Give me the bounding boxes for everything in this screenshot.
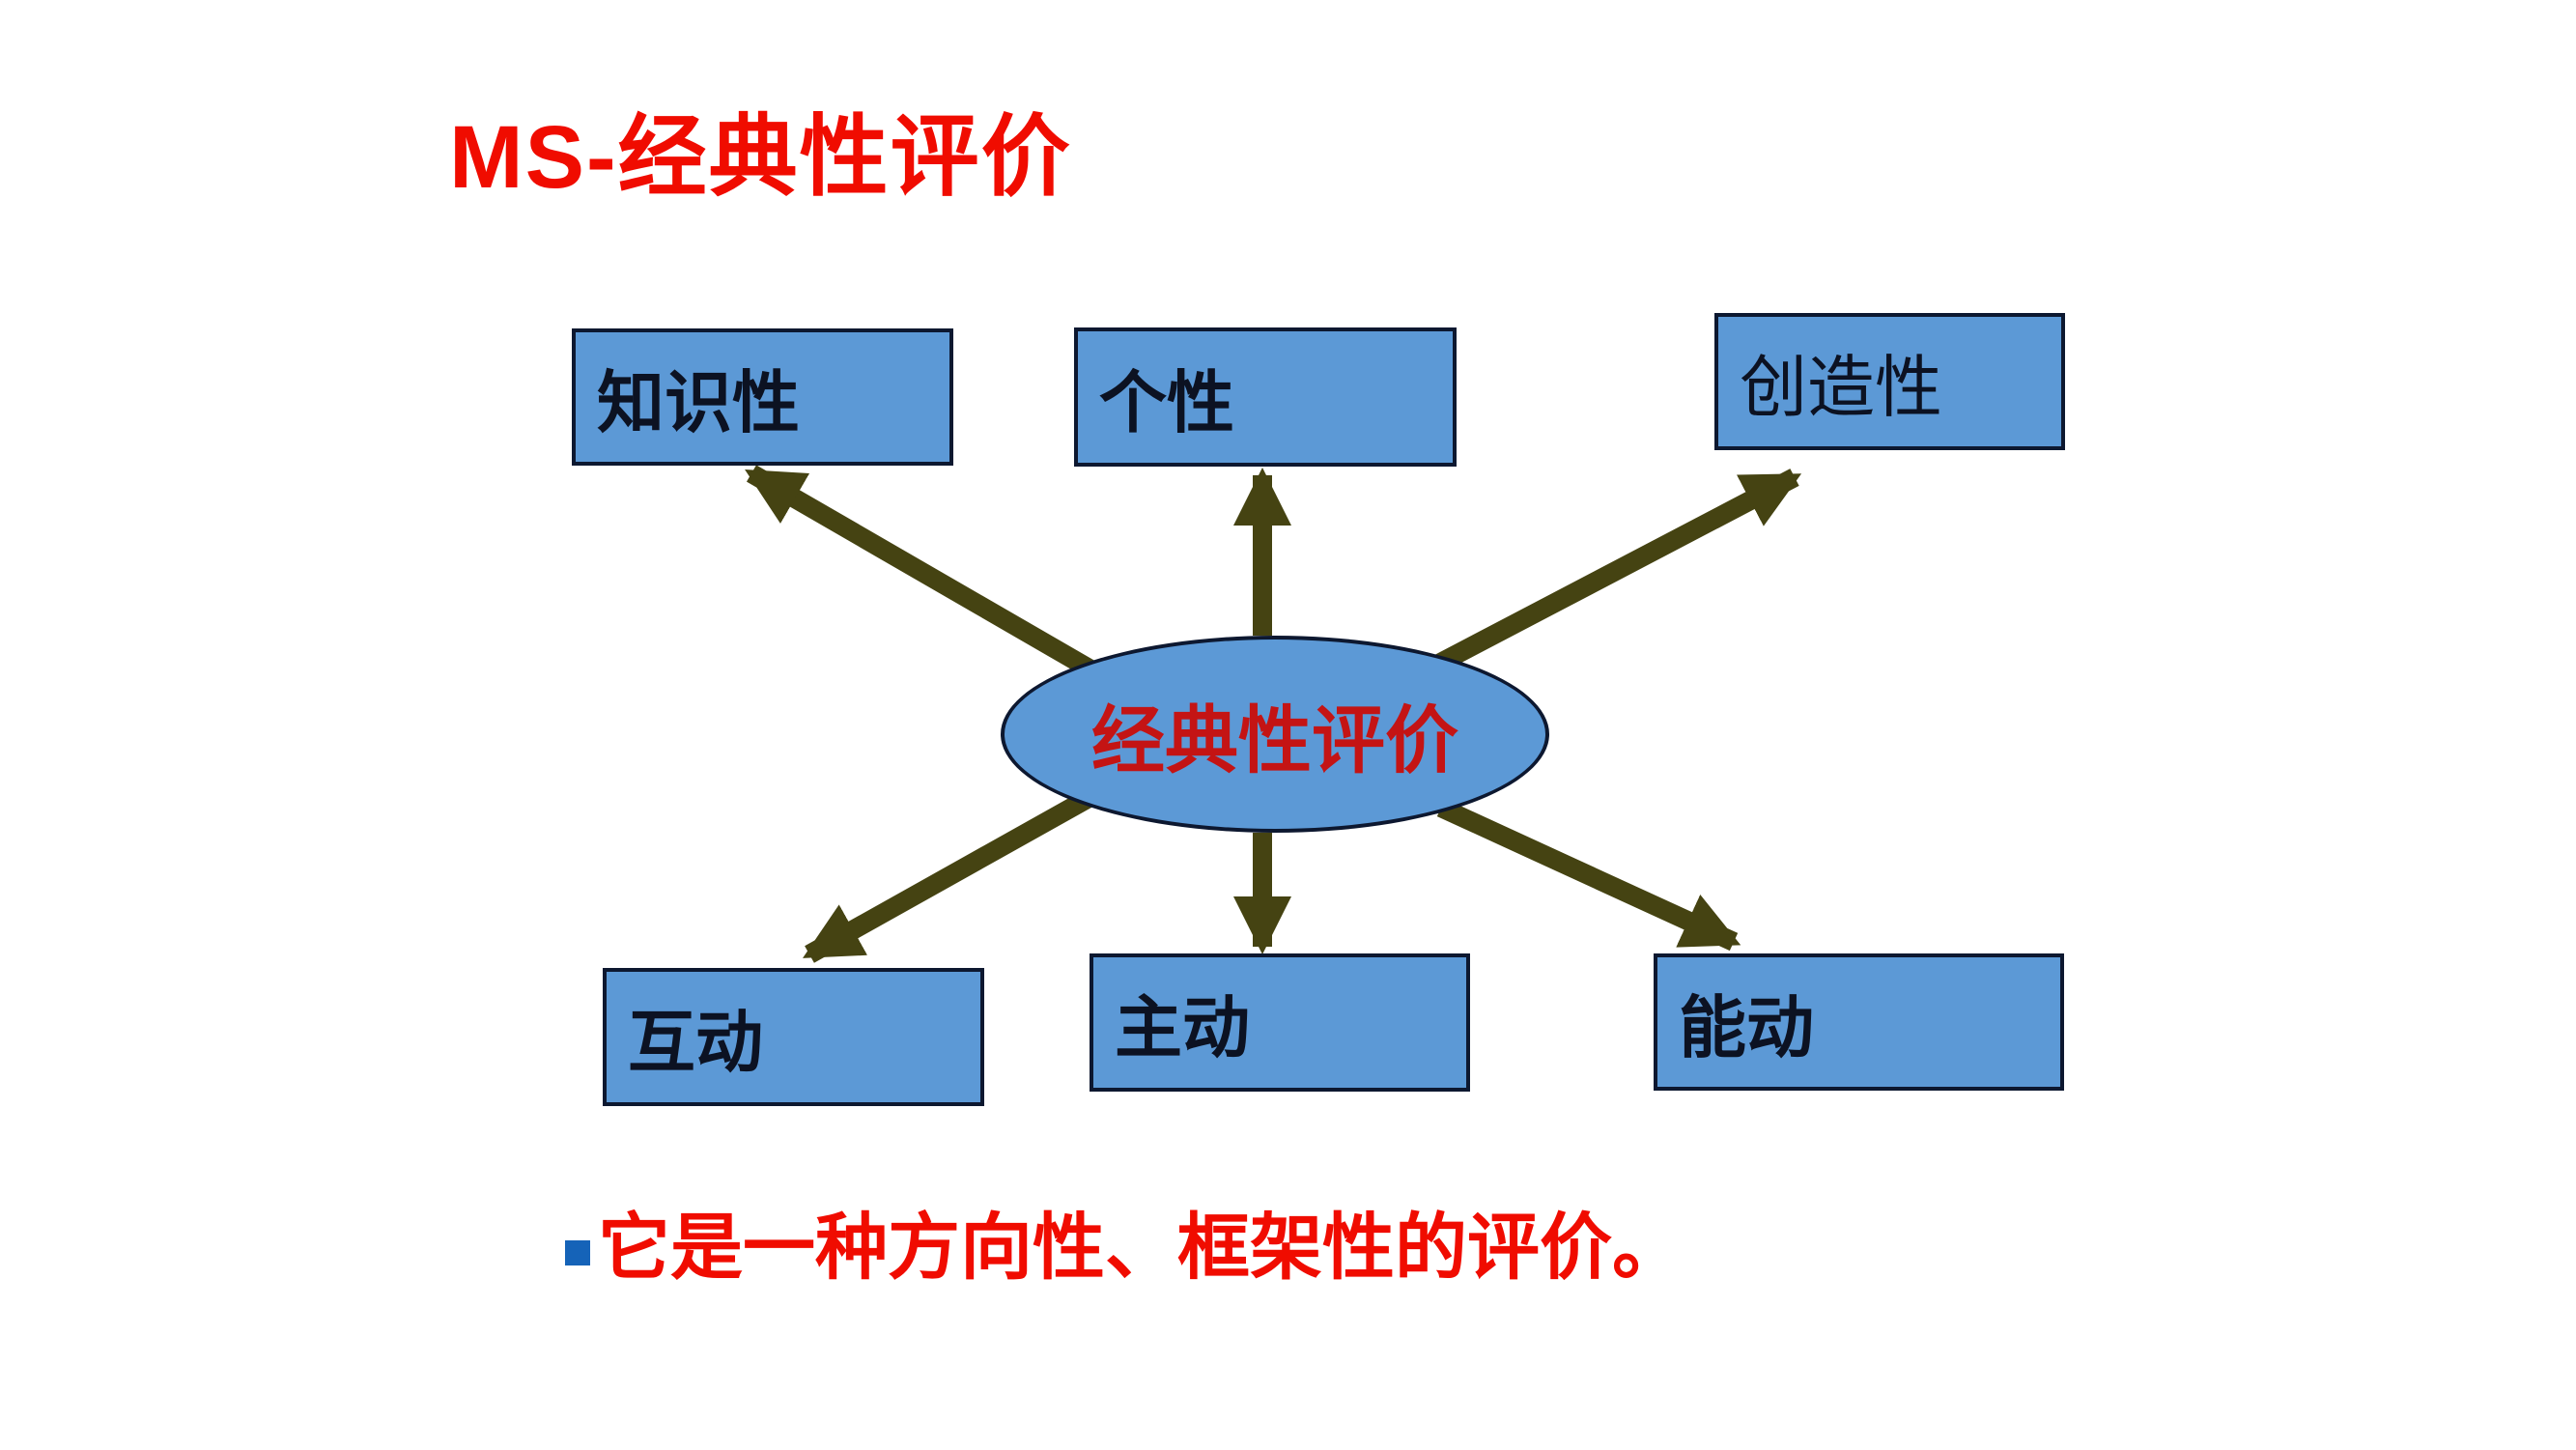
node-initiative: 主动 [1090,953,1470,1092]
bullet-text: 它是一种方向性、框架性的评价。 [598,1208,1685,1289]
center-ellipse: 经典性评价 [1001,636,1549,833]
arrow-to-agency [1436,798,1741,952]
node-interaction: 互动 [603,968,984,1106]
slide-title: MS-经典性评价 [449,108,1072,207]
node-knowledge: 知识性 [572,328,953,466]
arrow-to-interaction [803,783,1104,963]
arrow-to-knowledge [745,465,1117,690]
bullet-square-icon [565,1240,590,1265]
node-creativity: 创造性 [1714,313,2065,450]
bullet-line: 它是一种方向性、框架性的评价。 [565,1208,1685,1290]
node-personality: 个性 [1074,327,1457,467]
arrow-to-creativity [1425,469,1802,677]
node-agency: 能动 [1654,953,2064,1091]
